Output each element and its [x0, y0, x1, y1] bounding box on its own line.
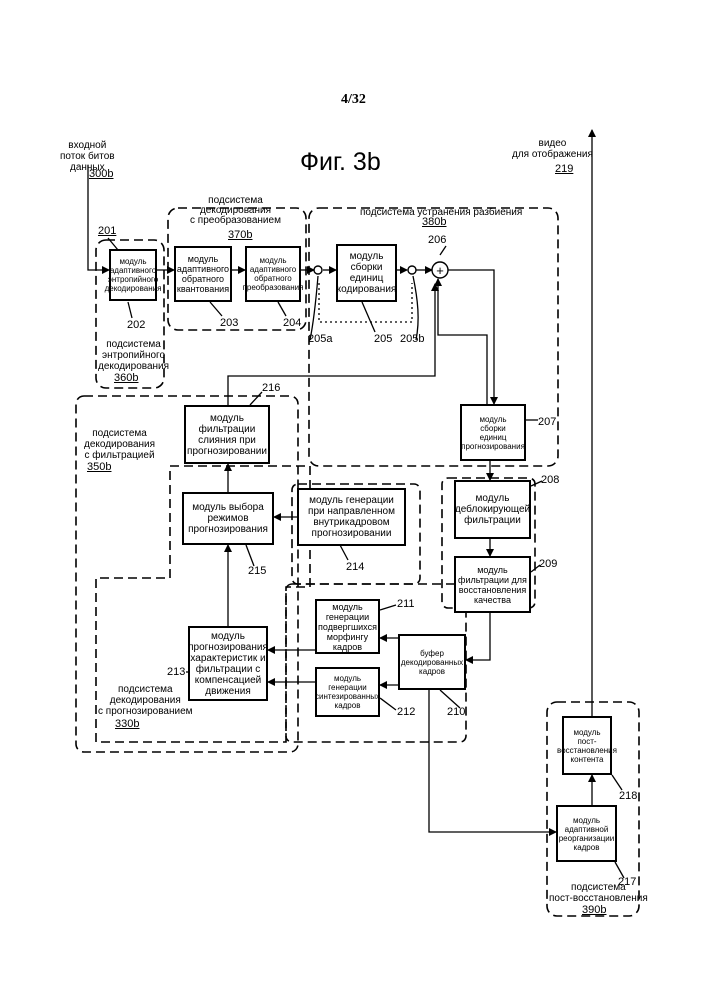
ref-210: 210	[447, 706, 465, 718]
video-output-label: видеодля отображения	[512, 138, 593, 160]
ref-203: 203	[220, 317, 238, 329]
input-stream-ref: 300b	[89, 168, 113, 180]
input-connector	[88, 165, 109, 270]
entropy-subsystem-title: подсистемаэнтропийногодекодирования	[98, 339, 169, 372]
leader-211	[380, 605, 396, 610]
module-207-prediction-unit-assembly: модульсборкиединицпрогнозирования	[460, 404, 526, 461]
entropy-subsystem-ref: 360b	[114, 372, 138, 384]
ref-205a: 205a	[308, 333, 332, 345]
module-218-label: модульпост-восстановленияконтента	[557, 728, 617, 764]
post-subsystem-ref: 390b	[582, 904, 606, 916]
ref-215: 215	[248, 565, 266, 577]
ref-204: 204	[283, 317, 301, 329]
module-215-prediction-mode-selector: модуль выборарежимовпрогнозирования	[182, 492, 274, 545]
video-output-ref: 219	[555, 163, 573, 175]
module-215-label: модуль выборарежимовпрогнозирования	[188, 502, 268, 535]
ref-202: 202	[127, 319, 145, 331]
ref-214: 214	[346, 561, 364, 573]
ref-212: 212	[397, 706, 415, 718]
module-204-inverse-transform: модульадаптивногообратногопреобразования	[245, 246, 301, 302]
module-209-label: модульфильтрации длявосстановлениякачест…	[458, 565, 527, 605]
module-214-intra-prediction-generator: модуль генерациипри направленномвнутрика…	[297, 488, 406, 546]
prediction-subsystem-title: подсистемадекодированияс прогнозирование…	[98, 684, 193, 717]
module-203-inverse-quantization: модульадаптивногообратногоквантования	[174, 246, 232, 302]
ref-217: 217	[618, 876, 636, 888]
module-202-entropy-decoder: модульадаптивногоэнтропийногодекодирован…	[109, 249, 157, 301]
leader-218	[612, 775, 622, 790]
module-211-morphed-frames-generator: модульгенерацииподвергшихсяморфингукадро…	[315, 599, 380, 654]
leader-216	[250, 392, 262, 405]
ref-211: 211	[397, 598, 415, 610]
module-212-label: модульгенерациисинтезированныхкадров	[315, 674, 380, 710]
deblock-subsystem-ref: 380b	[422, 216, 446, 228]
module-213-label: модульпрогнозированияхарактеристик ифиль…	[188, 631, 268, 697]
module-216-label: модульфильтрациислияния припрогнозирован…	[187, 413, 267, 457]
module-205-coding-unit-assembly: модульсборкиединицкодирования	[336, 244, 397, 302]
transform-subsystem-title: подсистемадекодированияс преобразованием	[190, 196, 281, 226]
module-213-motion-compensated-filtering: модульпрогнозированияхарактеристик ифиль…	[188, 626, 268, 701]
ref-213: 213	[167, 666, 185, 678]
module-218-content-post-restorer: модульпост-восстановленияконтента	[562, 716, 612, 775]
module-210-decoded-picture-buffer: буфердекодированныхкадров	[398, 634, 466, 690]
leader-204	[278, 302, 286, 316]
205b-curve	[413, 276, 418, 340]
leader-203	[210, 302, 222, 316]
module-216-merge-filter: модульфильтрациислияния припрогнозирован…	[184, 405, 270, 464]
module-208-deblocking-filter: модульдеблокирующейфильтрации	[454, 480, 531, 539]
figure-title: Фиг. 3b	[300, 148, 381, 177]
transform-subsystem-ref: 370b	[228, 229, 252, 241]
module-208-label: модульдеблокирующейфильтрации	[455, 493, 530, 526]
filtering-subsystem-ref: 350b	[87, 461, 111, 473]
ref-218: 218	[619, 790, 637, 802]
module-211-label: модульгенерацииподвергшихсяморфингукадро…	[318, 602, 377, 652]
leader-205	[362, 302, 375, 332]
module-203-label: модульадаптивногообратногоквантования	[177, 254, 229, 294]
ref-216: 216	[262, 382, 280, 394]
ref-201: 201	[98, 225, 116, 237]
leader-214	[340, 545, 348, 560]
junction-205b	[408, 266, 416, 274]
ref-208: 208	[541, 474, 559, 486]
module-202-label: модульадаптивногоэнтропийногодекодирован…	[105, 257, 162, 293]
filtering-subsystem-title: подсистемадекодированияс фильтрацией	[84, 428, 155, 461]
module-217-adaptive-frame-reorganizer: модульадаптивнойреорганизациикадров	[556, 805, 617, 862]
leader-215	[246, 545, 254, 566]
205a-curve	[310, 276, 318, 340]
prediction-subsystem-ref: 330b	[115, 718, 139, 730]
ref-207: 207	[538, 416, 556, 428]
leader-206	[440, 246, 446, 255]
leader-212	[380, 698, 396, 710]
module-212-synthesized-frames-generator: модульгенерациисинтезированныхкадров	[315, 667, 380, 717]
ref-205b: 205b	[400, 333, 424, 345]
module-214-label: модуль генерациипри направленномвнутрика…	[308, 495, 395, 539]
module-217-label: модульадаптивнойреорганизациикадров	[559, 816, 615, 852]
ref-206: 206	[428, 234, 446, 246]
leader-202	[128, 302, 132, 318]
ref-209: 209	[539, 558, 557, 570]
module-207-label: модульсборкиединицпрогнозирования	[461, 415, 525, 451]
207-feedback	[438, 279, 487, 404]
module-209-quality-restoration-filter: модульфильтрации длявосстановлениякачест…	[454, 556, 531, 613]
module-205-label: модульсборкиединицкодирования	[337, 251, 397, 295]
page-number: 4/32	[0, 92, 707, 108]
209-to-210-arrow	[466, 613, 490, 660]
adder-plus-sign: +	[436, 263, 444, 278]
module-204-label: модульадаптивногообратногопреобразования	[243, 256, 304, 292]
module-210-label: буфердекодированныхкадров	[401, 649, 463, 676]
ref-205: 205	[374, 333, 392, 345]
junction-205a	[314, 266, 322, 274]
